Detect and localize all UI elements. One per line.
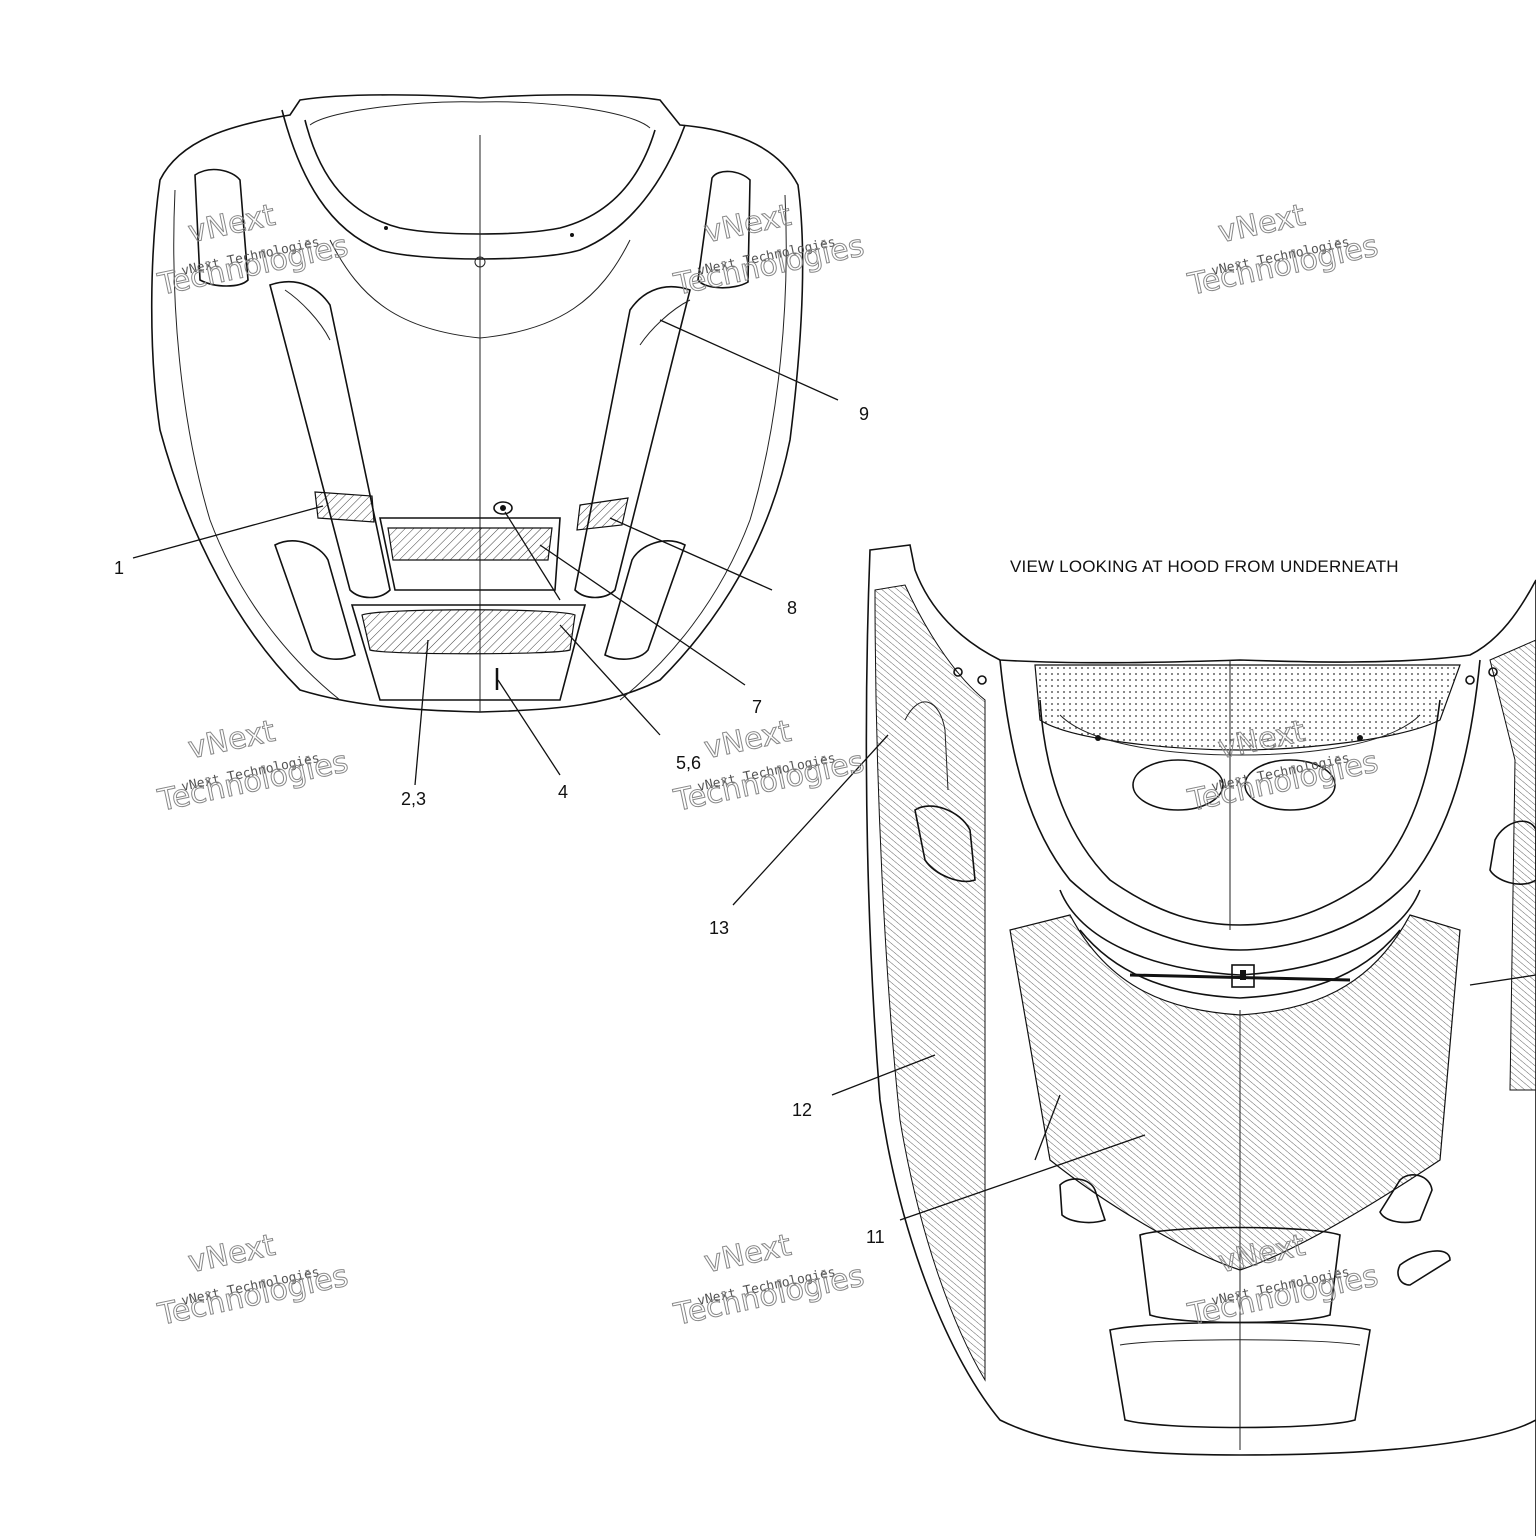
svg-text:Technologies: Technologies <box>154 744 351 819</box>
hood-top-view <box>150 94 804 713</box>
insulation-panel-item-11 <box>1009 914 1461 1271</box>
svg-text:Technologies: Technologies <box>670 228 867 303</box>
leader-lines-top <box>132 319 839 786</box>
grommet-item-5-6 <box>493 501 513 515</box>
callout-9: 9 <box>859 404 869 424</box>
watermark-8: vNext vNext Technologies Technologies <box>670 1227 868 1333</box>
leader-lines-underneath <box>732 734 1536 1221</box>
callout-8: 8 <box>787 598 797 618</box>
callout-7: 7 <box>752 697 762 717</box>
svg-text:vNext: vNext <box>185 1228 278 1281</box>
svg-text:Technologies: Technologies <box>670 1258 867 1333</box>
hood-underneath-view <box>865 544 1536 1536</box>
callout-1: 1 <box>114 558 124 578</box>
svg-text:vNext: vNext <box>185 198 278 251</box>
svg-text:Technologies: Technologies <box>154 228 351 303</box>
svg-text:Technologies: Technologies <box>154 1258 351 1333</box>
svg-text:vNext: vNext <box>701 714 794 767</box>
view-title: VIEW LOOKING AT HOOD FROM UNDERNEATH <box>1010 557 1399 576</box>
decal-item-7 <box>387 527 553 561</box>
callout-4: 4 <box>558 782 568 802</box>
watermark-7: vNext vNext Technologies Technologies <box>154 1227 352 1333</box>
decal-item-8 <box>576 497 629 531</box>
decal-item-1 <box>314 491 375 523</box>
svg-text:vNext: vNext <box>1215 198 1308 251</box>
svg-text:Technologies: Technologies <box>1184 744 1381 819</box>
watermark-2: vNext vNext Technologies Technologies <box>670 197 868 303</box>
callout-13: 13 <box>709 918 729 938</box>
watermark-1: vNext vNext Technologies Technologies <box>154 197 352 303</box>
svg-text:vNext: vNext <box>185 714 278 767</box>
callout-12: 12 <box>792 1100 812 1120</box>
callout-5-6: 5,6 <box>676 753 701 773</box>
svg-text:vNext: vNext <box>701 1228 794 1281</box>
watermark-4: vNext vNext Technologies Technologies <box>154 713 352 819</box>
svg-text:Technologies: Technologies <box>1184 228 1381 303</box>
decal-item-2-3 <box>361 609 576 655</box>
callout-11: 11 <box>866 1227 885 1247</box>
svg-text:vNext: vNext <box>701 198 794 251</box>
callout-2-3: 2,3 <box>401 789 426 809</box>
watermark-3: vNext vNext Technologies Technologies <box>1184 197 1382 303</box>
